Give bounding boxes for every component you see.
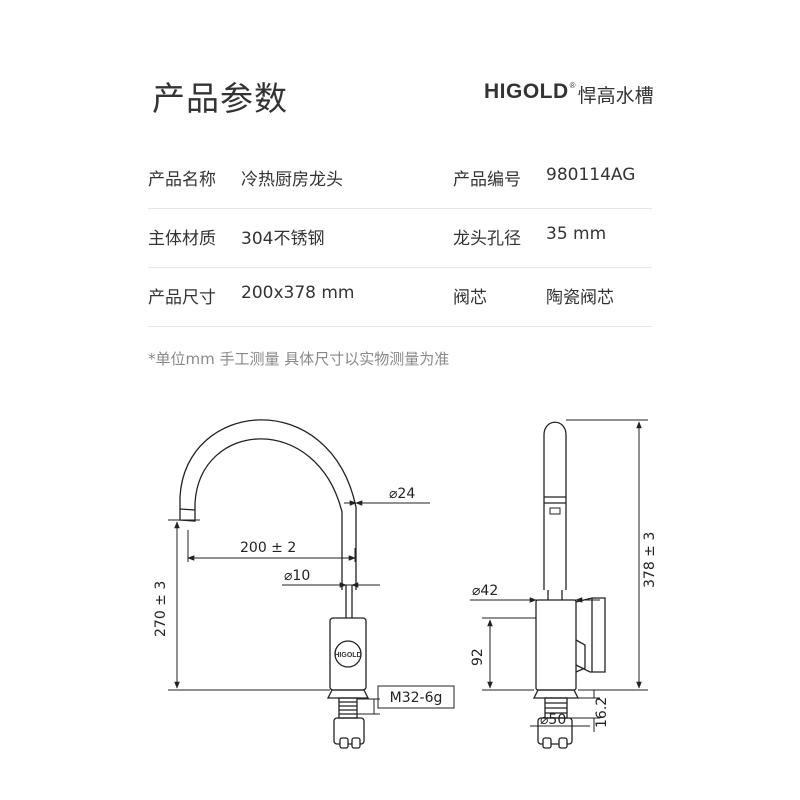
registered-mark: ® xyxy=(569,81,576,90)
dim-label-d50: ⌀50 xyxy=(540,712,566,728)
page-title: 产品参数 xyxy=(152,79,288,118)
brand-logo: HIGOLD ® 悍高水槽 xyxy=(484,80,654,108)
spec-label: 主体材质 xyxy=(148,229,216,249)
spec-row: 产品尺寸 200x378 mm 阀芯 陶瓷阀芯 xyxy=(148,268,652,327)
spec-label: 产品尺寸 xyxy=(148,288,216,308)
spec-value: 980114AG xyxy=(546,165,636,185)
brand-name: HIGOLD xyxy=(484,80,569,103)
spec-row: 产品名称 冷热厨房龙头 产品编号 980114AG xyxy=(148,150,652,209)
dim-label-flange-height: 16.2 xyxy=(594,697,610,728)
dim-label-height: 270 ± 3 xyxy=(153,581,169,637)
spec-value: 陶瓷阀芯 xyxy=(546,288,614,308)
spec-value: 200x378 mm xyxy=(241,283,355,303)
dim-label-d10: ⌀10 xyxy=(284,568,310,584)
logo-disc xyxy=(334,640,362,668)
side-tube xyxy=(543,421,567,590)
spec-value: 冷热厨房龙头 xyxy=(241,170,343,190)
dim-label-body-height: 92 xyxy=(470,648,486,666)
spec-value: 304不锈钢 xyxy=(241,229,325,249)
spout-inner xyxy=(194,438,343,590)
dim-label-thread: M32-6g xyxy=(390,690,443,706)
brand-chinese-name: 悍高水槽 xyxy=(577,85,654,107)
spec-label: 产品名称 xyxy=(148,170,216,190)
dim-label-d42: ⌀42 xyxy=(472,583,498,599)
dim-label-reach: 200 ± 2 xyxy=(240,540,296,556)
spec-label: 产品编号 xyxy=(453,170,521,190)
side-body xyxy=(535,599,577,691)
faucet-logo: HIGOLD xyxy=(334,652,361,659)
spec-value: 35 mm xyxy=(546,224,607,244)
dim-label-d24: ⌀24 xyxy=(389,486,415,502)
side-view xyxy=(470,419,648,749)
base-flange xyxy=(326,689,370,699)
measurement-note: *单位mm 手工测量 具体尺寸以实物测量为准 xyxy=(148,350,450,368)
spec-label: 阀芯 xyxy=(453,288,487,308)
thread-label-box xyxy=(377,685,455,709)
spout-outer xyxy=(179,419,357,590)
spec-label: 龙头孔径 xyxy=(453,229,521,249)
spec-row: 主体材质 304不锈钢 龙头孔径 35 mm xyxy=(148,209,652,268)
front-view xyxy=(168,419,455,749)
spec-table: 产品名称 冷热厨房龙头 产品编号 980114AG 主体材质 304不锈钢 龙头… xyxy=(148,150,652,327)
dim-label-total-height: 378 ± 3 xyxy=(642,532,658,588)
threaded-shank xyxy=(338,697,358,719)
lever-handle xyxy=(575,597,606,673)
hose-fitting xyxy=(333,717,365,745)
